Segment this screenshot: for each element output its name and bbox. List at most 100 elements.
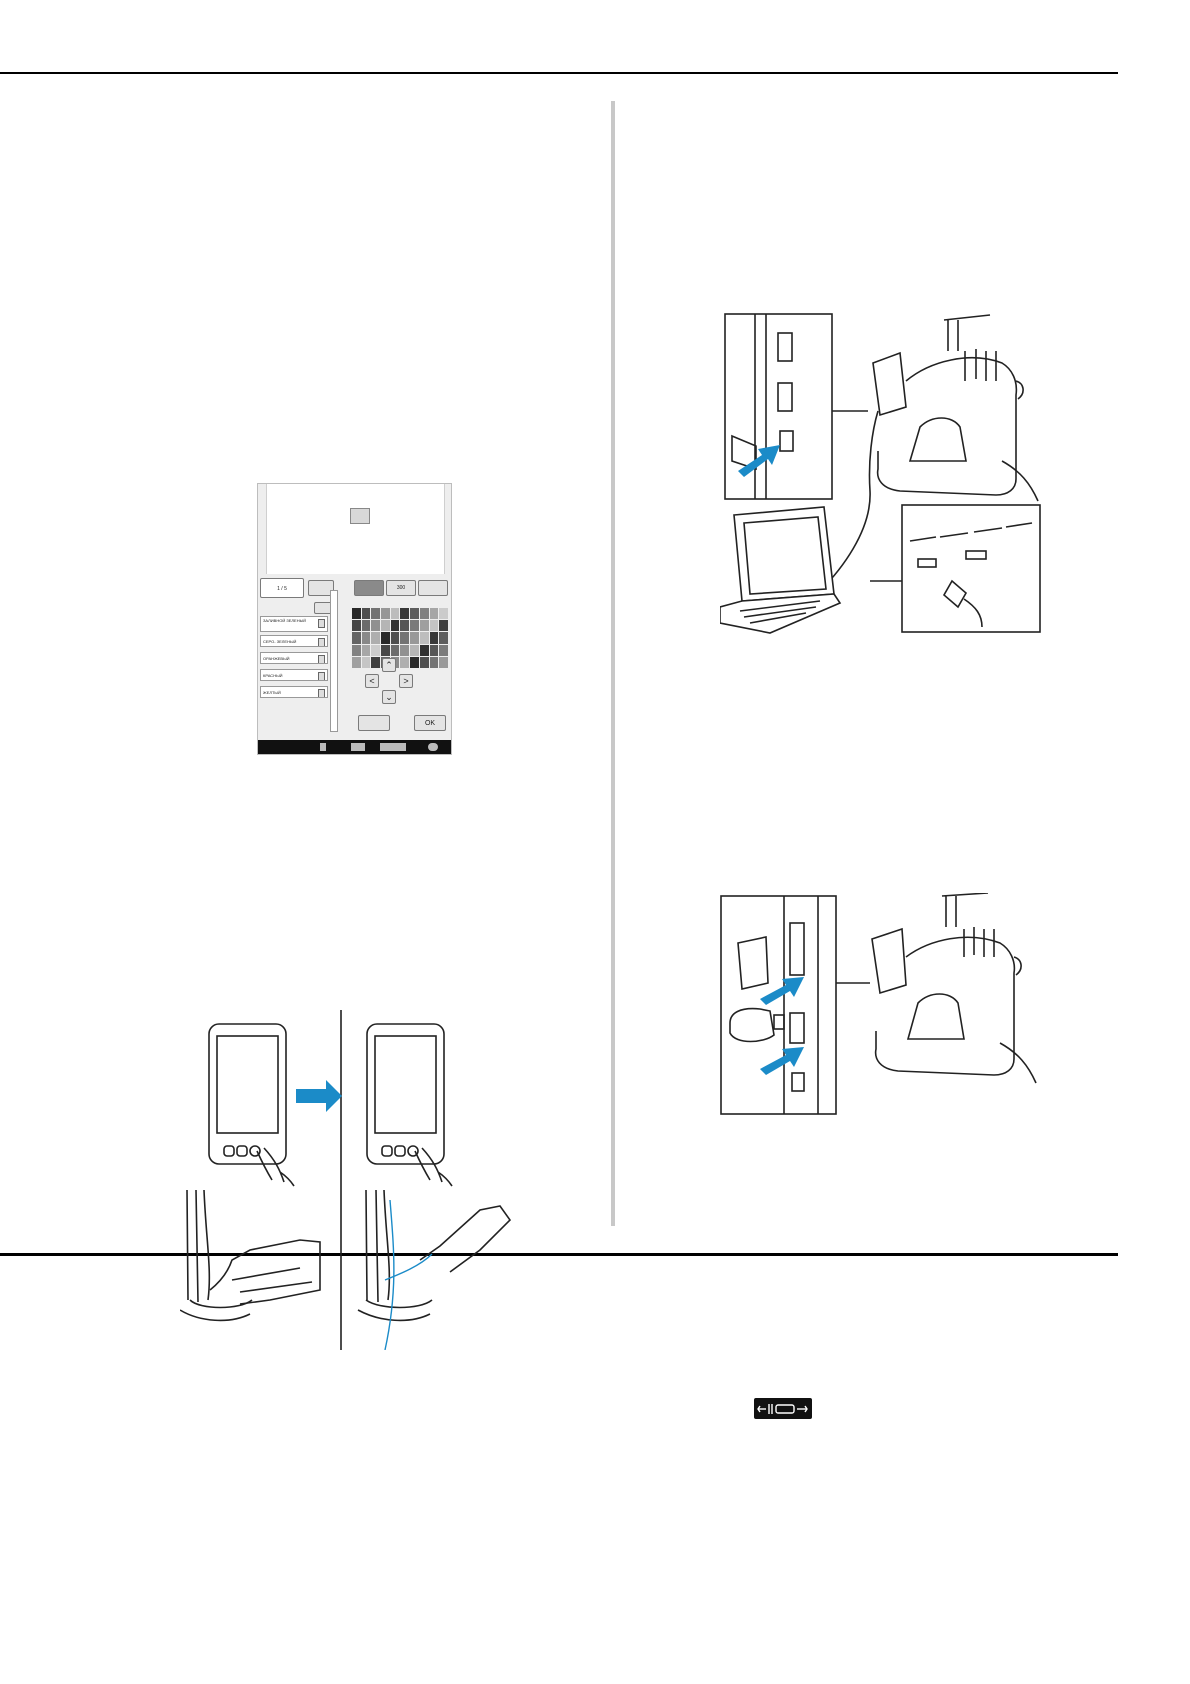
lcd-color-swatch[interactable]	[352, 656, 361, 668]
lcd-color-swatch[interactable]	[361, 608, 371, 620]
lcd-color-swatch[interactable]	[371, 656, 381, 668]
sd-card-icon	[737, 936, 769, 990]
lcd-color-swatch[interactable]	[439, 620, 448, 632]
lcd-color-wheel-button[interactable]	[308, 580, 334, 596]
lcd-color-swatch[interactable]	[410, 656, 419, 668]
media-insertion-illustration	[720, 893, 1042, 1115]
lcd-color-swatch[interactable]	[410, 644, 419, 656]
lcd-color-swatch[interactable]	[400, 644, 410, 656]
lcd-arrow-right-button[interactable]: >	[399, 674, 413, 688]
usb-computer-connection-illustration	[720, 311, 1042, 693]
lcd-arrow-up-button[interactable]: ⌃	[382, 658, 396, 672]
lcd-color-swatch[interactable]	[400, 608, 410, 620]
hoop-position-key-icon	[754, 1398, 812, 1419]
lcd-page-counter: 1 / 5	[260, 578, 304, 598]
lcd-scrollbar[interactable]	[330, 590, 338, 732]
lcd-color-swatch[interactable]	[390, 620, 400, 632]
lcd-color-swatch[interactable]	[381, 644, 390, 656]
lcd-color-swatch[interactable]	[439, 608, 448, 620]
lcd-color-swatch[interactable]	[371, 608, 381, 620]
lcd-color-swatch[interactable]	[419, 644, 429, 656]
lcd-tab-300-label: 300	[396, 585, 406, 591]
insert-arrow-icon	[760, 977, 804, 1005]
lcd-color-swatch[interactable]	[381, 632, 390, 644]
usb-port-icon	[777, 382, 793, 412]
lcd-color-swatch[interactable]	[419, 620, 429, 632]
lcd-arrow-left-button[interactable]: <	[365, 674, 379, 688]
lcd-color-swatch[interactable]	[410, 632, 419, 644]
lcd-color-swatch[interactable]	[400, 632, 410, 644]
lcd-ok-button[interactable]: OK	[414, 715, 446, 731]
usb-b-port-icon	[791, 1072, 805, 1092]
lcd-ok-label: OK	[424, 720, 436, 727]
lcd-color-swatch[interactable]	[371, 632, 381, 644]
lcd-color-item-3[interactable]: ОРАНЖЕВЫЙ	[260, 652, 328, 664]
lcd-color-swatch[interactable]	[352, 608, 361, 620]
lcd-color-swatch[interactable]	[429, 656, 439, 668]
lcd-color-swatch[interactable]	[419, 608, 429, 620]
lcd-status-bar	[258, 740, 451, 754]
lcd-color-swatch[interactable]	[429, 608, 439, 620]
usb-flash-drive-icon	[729, 1007, 775, 1043]
lcd-color-item-label: ЗАЛИВНОЙ ЗЕЛЕНЫЙ	[263, 618, 307, 623]
lcd-color-item-2[interactable]: СЕРО- ЗЕЛЕНЫЙ	[260, 635, 328, 647]
thread-tension-icon	[180, 1010, 512, 1350]
usb-computer-connection-diagram	[720, 313, 1041, 634]
lcd-color-item-label: ОРАНЖЕВЫЙ	[263, 656, 290, 661]
lcd-color-item-label: СЕРО- ЗЕЛЕНЫЙ	[263, 639, 297, 644]
media-insertion-diagram	[720, 893, 1037, 1115]
usb-b-port-icon	[779, 430, 794, 452]
lcd-color-item-1[interactable]: ЗАЛИВНОЙ ЗЕЛЕНЫЙ	[260, 616, 328, 632]
lcd-eraser-button[interactable]	[358, 715, 390, 731]
lcd-tab-custom-button[interactable]	[418, 580, 448, 596]
lcd-palette-pane: 300 ⌃ < > ⌄ OK	[348, 578, 451, 736]
lcd-color-swatch[interactable]	[390, 644, 400, 656]
file-icon	[320, 743, 326, 751]
lcd-pattern-preview	[266, 484, 445, 574]
lcd-color-swatch[interactable]	[361, 620, 371, 632]
lcd-color-swatch[interactable]	[439, 632, 448, 644]
column-divider	[611, 101, 615, 1226]
lcd-color-swatch[interactable]	[439, 644, 448, 656]
thread-tension-illustration	[180, 1010, 540, 1350]
lcd-color-swatch[interactable]	[381, 620, 390, 632]
lcd-color-swatch[interactable]	[419, 656, 429, 668]
lcd-color-swatch[interactable]	[429, 644, 439, 656]
lcd-thread-list-pane: 1 / 5 ЗАЛИВНОЙ ЗЕЛЕНЫЙ СЕРО- ЗЕЛЕНЫЙ ОРА…	[260, 578, 336, 736]
lcd-color-swatch[interactable]	[361, 656, 371, 668]
lcd-color-swatch[interactable]	[390, 608, 400, 620]
lcd-color-swatch[interactable]	[400, 620, 410, 632]
lcd-color-swatch[interactable]	[410, 620, 419, 632]
lcd-color-swatch[interactable]	[381, 608, 390, 620]
lcd-color-swatch[interactable]	[429, 632, 439, 644]
lcd-color-swatch[interactable]	[352, 620, 361, 632]
usb-port-icon	[789, 1012, 805, 1044]
lcd-tab-embroidery-button[interactable]	[354, 580, 384, 596]
lcd-color-swatch[interactable]	[352, 644, 361, 656]
usb-port-icon	[777, 332, 793, 362]
lcd-color-swatch[interactable]	[390, 632, 400, 644]
header-rule	[0, 72, 1118, 74]
lcd-color-swatch[interactable]	[400, 656, 410, 668]
hoop-icon	[380, 743, 406, 751]
lcd-color-swatch[interactable]	[361, 632, 371, 644]
sd-card-slot-icon	[789, 922, 805, 976]
lcd-color-swatch[interactable]	[361, 644, 371, 656]
lcd-color-item-4[interactable]: КРАСНЫЙ	[260, 669, 328, 681]
lcd-color-swatch[interactable]	[371, 620, 381, 632]
lcd-color-grid[interactable]	[352, 608, 448, 668]
lcd-tab-300-button[interactable]: 300	[386, 580, 416, 596]
lcd-color-swatch[interactable]	[439, 656, 448, 668]
clock-icon	[428, 743, 438, 751]
lcd-color-swatch[interactable]	[371, 644, 381, 656]
lcd-color-swatch[interactable]	[410, 608, 419, 620]
lcd-color-item-5[interactable]: ЖЕЛТЫЙ	[260, 686, 328, 698]
lcd-color-item-label: ЖЕЛТЫЙ	[263, 690, 281, 695]
insert-arrow-icon	[760, 1047, 804, 1075]
stitch-count-icon	[351, 743, 365, 751]
lcd-color-swatch[interactable]	[352, 632, 361, 644]
lcd-color-item-label: КРАСНЫЙ	[263, 673, 283, 678]
lcd-color-swatch[interactable]	[429, 620, 439, 632]
lcd-arrow-down-button[interactable]: ⌄	[382, 690, 396, 704]
lcd-color-swatch[interactable]	[419, 632, 429, 644]
